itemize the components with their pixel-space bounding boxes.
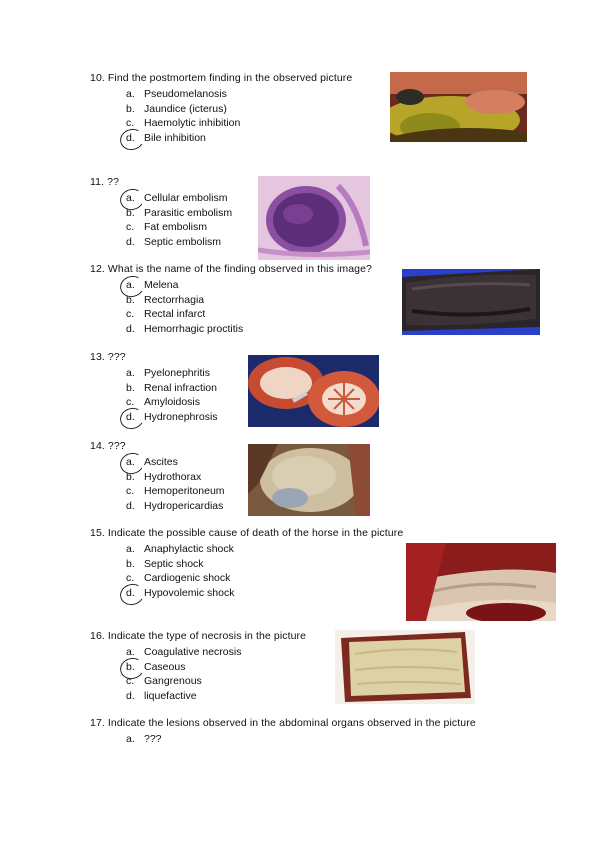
option-c[interactable]: c.Haemolytic inhibition [126, 117, 241, 130]
option-d[interactable]: d.Hypovolemic shock [90, 581, 390, 608]
option-d[interactable]: d.liquefactive [126, 690, 197, 703]
option-d[interactable]: d.Hydronephrosis [90, 405, 390, 432]
option-c[interactable]: c.Cardiogenic shock [126, 572, 231, 585]
option-a[interactable]: a.Cellular embolism [90, 186, 390, 213]
question-title: 17. Indicate the lesions observed in the… [90, 717, 476, 729]
option-d[interactable]: d.Septic embolism [126, 236, 222, 249]
question-14: 14. ??? a.Ascites b.Hydrothorax c.Hemope… [90, 440, 390, 514]
question-title: 14. ??? [90, 440, 126, 452]
option-c[interactable]: c.Fat embolism [126, 221, 208, 234]
question-title: 12. What is the name of the finding obse… [90, 263, 372, 275]
question-13: 13. ??? a.Pyelonephritis b.Renal infract… [90, 351, 390, 432]
question-11: 11. ?? a.Cellular embolism b.Parasitic e… [90, 176, 390, 250]
option-a[interactable]: a.Coagulative necrosis [126, 646, 242, 658]
option-b[interactable]: b.Jaundice (icterus) [126, 102, 227, 115]
option-b[interactable]: b.Rectorrhagia [126, 293, 205, 306]
option-b[interactable]: b.Parasitic embolism [126, 206, 233, 219]
histology-vessel-photo [258, 176, 370, 260]
option-b[interactable]: b.Renal infraction [126, 381, 217, 394]
question-16: 16. Indicate the type of necrosis in the… [90, 630, 390, 704]
option-a[interactable]: a.Anaphylactic shock [126, 543, 234, 555]
option-d[interactable]: d.Hemorrhagic proctitis [126, 323, 244, 336]
question-title: 11. ?? [90, 176, 120, 188]
kidney-section-photo [248, 355, 379, 427]
question-title: 13. ??? [90, 351, 126, 363]
option-b[interactable]: b.Septic shock [126, 557, 204, 570]
option-d[interactable]: d.Hydropericardias [126, 500, 224, 513]
horse-carcass-photo [406, 543, 556, 621]
caseous-tissue-photo [335, 630, 475, 704]
pericardium-photo [248, 444, 370, 516]
option-a[interactable]: a.Ascites [90, 450, 390, 477]
option-c[interactable]: c.Rectal infarct [126, 308, 206, 321]
question-15: 15. Indicate the possible cause of death… [90, 527, 404, 608]
question-title: 15. Indicate the possible cause of death… [90, 527, 404, 539]
question-title: 10. Find the postmortem finding in the o… [90, 72, 353, 84]
option-a[interactable]: a.Pseudomelanosis [126, 88, 227, 100]
option-d[interactable]: d.Bile inhibition [90, 126, 390, 153]
option-c[interactable]: c.Hemoperitoneum [126, 485, 225, 498]
question-17: 17. Indicate the lesions observed in the… [90, 717, 476, 747]
question-title: 16. Indicate the type of necrosis in the… [90, 630, 307, 642]
question-10: 10. Find the postmortem finding in the o… [90, 72, 390, 153]
option-a[interactable]: a.??? [126, 733, 162, 745]
option-a[interactable]: a.Melena [90, 273, 390, 300]
option-c[interactable]: c.Amyloidosis [126, 396, 201, 409]
question-12: 12. What is the name of the finding obse… [90, 263, 390, 337]
option-c[interactable]: c.Gangrenous [126, 675, 202, 688]
option-b[interactable]: b.Caseous [90, 654, 390, 682]
dark-intestinal-content-photo [402, 269, 540, 335]
option-a[interactable]: a.Pyelonephritis [126, 367, 210, 379]
gallbladder-bile-staining-photo [390, 72, 527, 142]
option-b[interactable]: b.Hydrothorax [126, 470, 202, 483]
